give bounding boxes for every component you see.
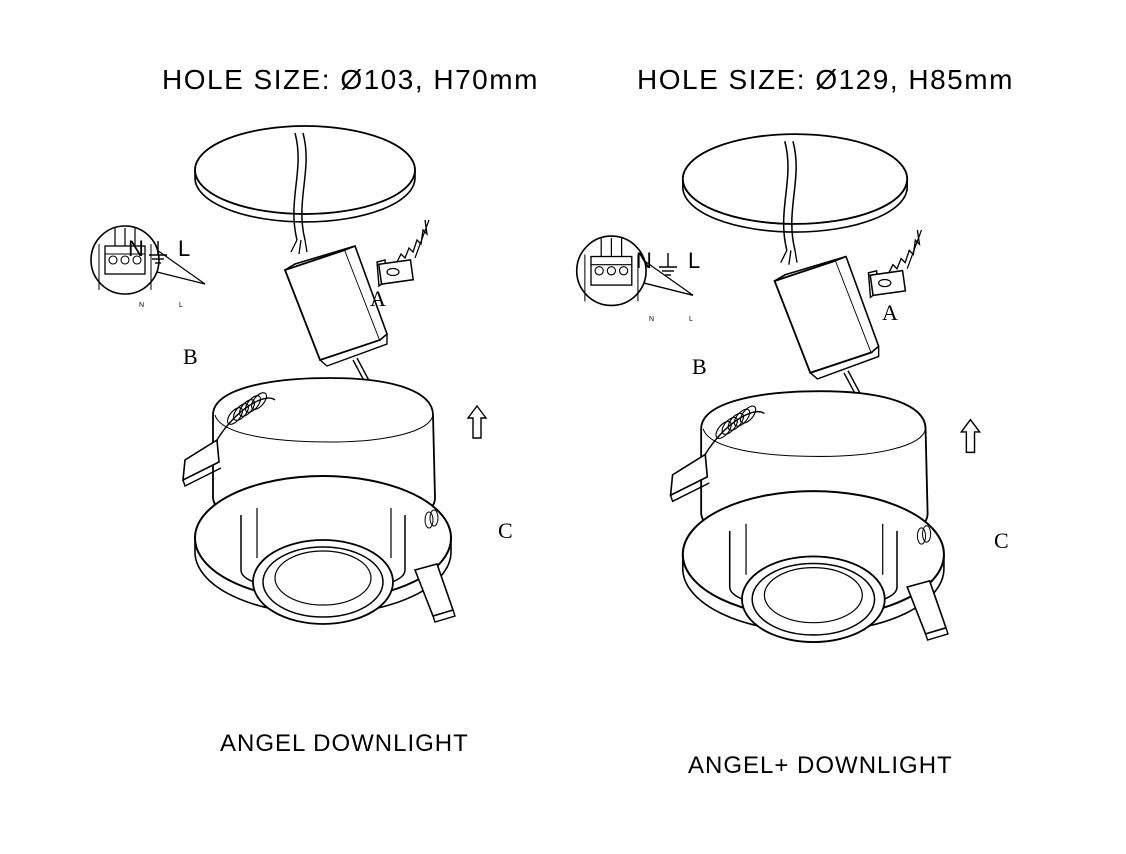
wire-label-n-left: N bbox=[128, 236, 144, 261]
callout-c-right: C bbox=[994, 528, 1009, 553]
callout-c-left: C bbox=[498, 518, 513, 543]
ground-symbol-icon bbox=[658, 252, 678, 276]
angel-downlight-diagram bbox=[90, 125, 487, 625]
terminal-l-left: L bbox=[179, 302, 183, 309]
terminal-l-right: L bbox=[689, 316, 693, 323]
wire-label-l-left: L bbox=[178, 236, 191, 261]
wire-label-l-right: L bbox=[688, 248, 701, 273]
angel-plus-downlight-diagram bbox=[575, 133, 981, 644]
terminal-n-left: N bbox=[139, 302, 145, 309]
terminal-n-right: N bbox=[649, 316, 655, 323]
product-name-left: ANGEL DOWNLIGHT bbox=[220, 730, 469, 757]
hole-size-right: HOLE SIZE: Ø129, H85mm bbox=[637, 64, 1014, 95]
hole-size-left: HOLE SIZE: Ø103, H70mm bbox=[162, 64, 539, 95]
product-name-right: ANGEL+ DOWNLIGHT bbox=[688, 752, 953, 779]
callout-a-right: A bbox=[882, 300, 898, 325]
wire-label-n-right: N bbox=[636, 248, 652, 273]
callout-a-left: A bbox=[370, 286, 386, 311]
callout-b-right: B bbox=[692, 354, 707, 379]
callout-b-left: B bbox=[183, 344, 198, 369]
